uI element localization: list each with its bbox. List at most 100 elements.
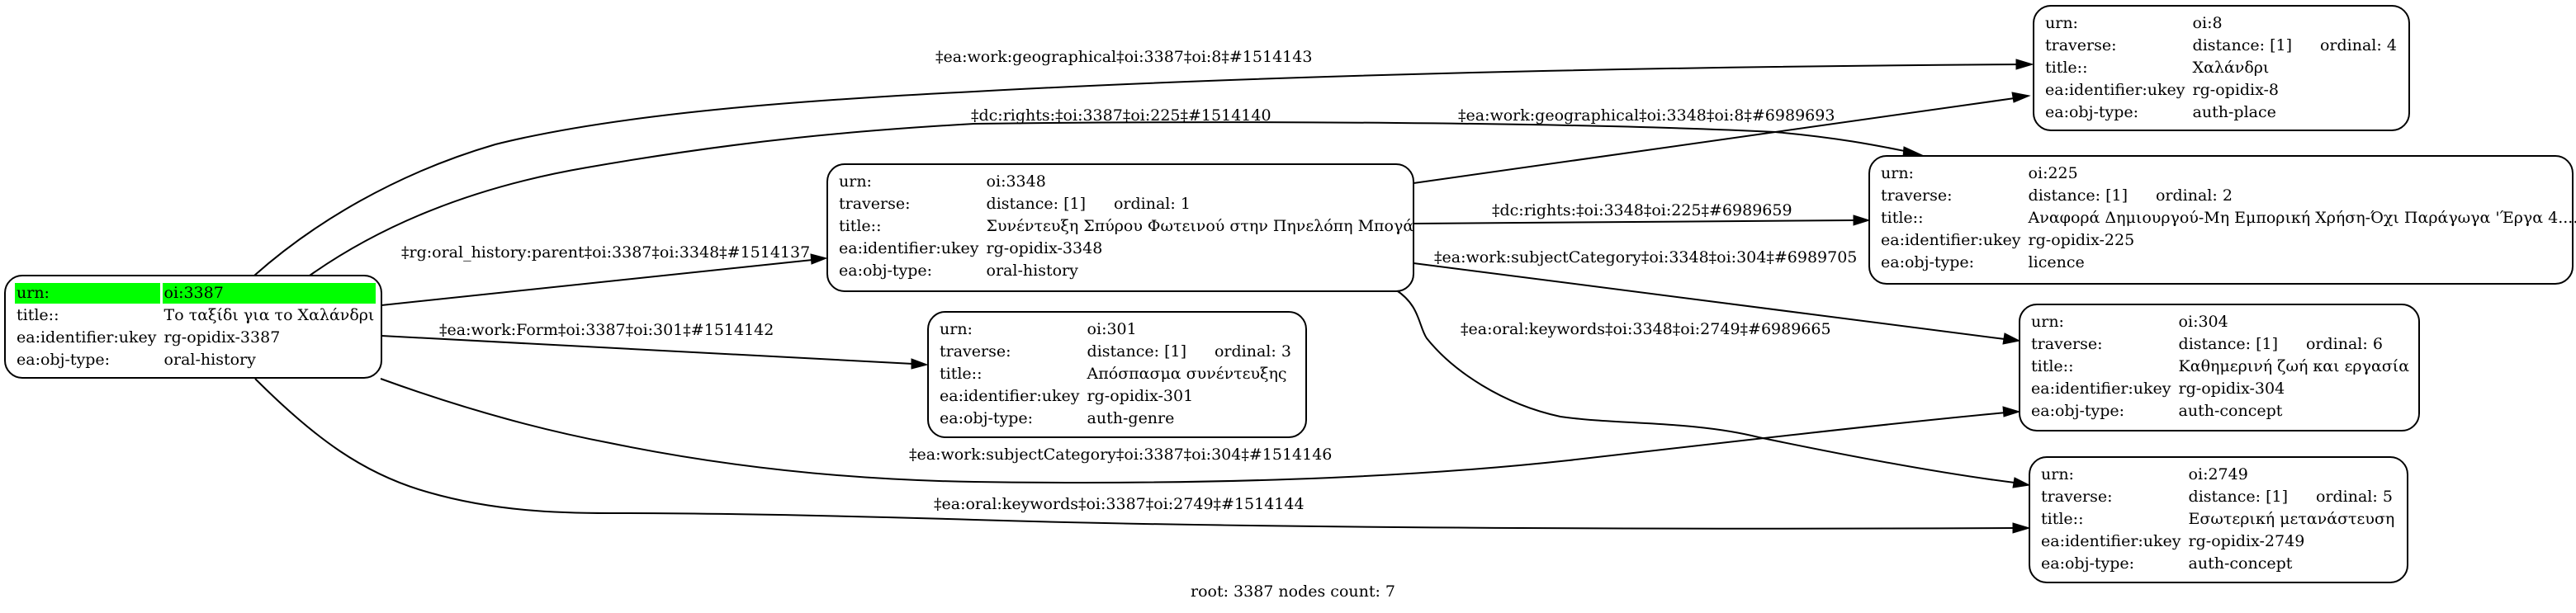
traverse-distance: distance: [1] [2192,36,2292,54]
field-label-ukey: ea:identifier:ukey [940,387,1080,405]
node-304[interactable]: urn:oi:304 traverse:distance: [1]ordinal… [2019,304,2420,431]
edge-3387-to-3348[interactable] [381,259,813,306]
field-title: title::Καθημερινή ζωή και εργασία [2029,356,2411,377]
field-value-objtype: auth-place [2192,103,2276,121]
arrowhead-3387-to-2749 [2012,522,2031,534]
field-traverse: traverse: distance: [1] ordinal: 1 [837,194,1415,215]
field-label-title: title:: [17,306,59,324]
traverse-ordinal: ordinal: 5 [2315,488,2393,506]
field-objtype: ea:obj-type:auth-concept [2029,401,2411,422]
field-label-urn: urn: [940,320,973,338]
edge-label-3348-to-225: ‡dc:rights:‡oi:3348‡oi:225‡#6989659 [1492,201,1792,219]
edge-label-3387-to-301: ‡ea:work:Form‡oi:3387‡oi:301‡#1514142 [439,321,774,339]
node-fields: urn:oi:3348 traverse:distance: [1]ordina… [835,170,1418,283]
field-traverse: traverse:distance: [1]ordinal: 5 [2039,487,2396,507]
edge-3348-to-225[interactable] [1413,219,1855,224]
edge-3348-to-2749[interactable] [1395,289,2015,483]
field-label-ukey: ea:identifier:ukey [839,239,979,257]
field-label-objtype: ea:obj-type: [17,351,111,369]
field-label-urn: urn: [1881,164,1914,182]
edge-3348-to-304[interactable] [1413,262,2005,340]
arrowhead-3387-to-304 [2002,406,2021,417]
arrowhead-3387-to-8 [2015,59,2034,70]
traverse-ordinal: ordinal: 6 [2305,335,2383,353]
field-label-title: title:: [839,217,882,235]
field-value-title: Καθημερινή ζωή και εργασία [2178,357,2410,375]
node-root-3387[interactable]: urn: oi:3387 title:: Το ταξίδι για το Χα… [4,275,382,379]
field-value-title: Χαλάνδρι [2192,59,2270,77]
node-301[interactable]: urn:oi:301 traverse:distance: [1]ordinal… [927,311,1307,438]
field-label-ukey: ea:identifier:ukey [2045,81,2185,99]
arrowhead-3348-to-8 [2011,92,2031,103]
field-label-title: title:: [2031,357,2074,375]
edge-label-3348-to-2749: ‡ea:oral:keywords‡oi:3348‡oi:2749‡#69896… [1461,320,1831,338]
node-fields: urn: oi:225 traverse:distance: [1]ordinal… [1877,162,2576,275]
field-label-traverse: traverse: [940,342,1011,361]
edge-label-3387-to-3348: ‡rg:oral_history:parent‡oi:3387‡oi:3348‡… [401,243,811,262]
field-label-title: title:: [2045,59,2088,77]
field-value-urn: oi:225 [2028,164,2078,182]
field-title: title::Εσωτερική μετανάστευση [2039,509,2396,530]
arrowhead-3348-to-225 [1853,215,1871,226]
field-urn: urn:oi:304 [2029,312,2411,332]
graph-footer: root: 3387 nodes count: 7 [1191,582,1396,601]
field-label-objtype: ea:obj-type: [2045,103,2139,121]
arrowhead-3348-to-2749 [2012,477,2031,488]
field-value-ukey: rg-opidix-225 [2028,231,2135,249]
field-label-urn: urn: [2041,465,2074,483]
traverse-ordinal: ordinal: 1 [1113,195,1191,213]
field-value-title: Απόσπασμα συνέντευξης [1087,365,1287,383]
field-value-urn: oi:301 [1087,320,1137,338]
traverse-distance: distance: [1] [986,195,1086,213]
field-title: title:: Το ταξίδι για το Χαλάνδρι [15,305,376,326]
field-objtype: ea:obj-type:oral-history [837,261,1415,281]
field-value-urn: oi:2749 [2188,465,2248,483]
field-objtype: ea:obj-type: auth-genre [938,408,1293,429]
field-label-ukey: ea:identifier:ukey [2031,380,2171,398]
node-fields: urn:oi:304 traverse:distance: [1]ordinal… [2027,310,2413,423]
field-title: title::Απόσπασμα συνέντευξης [938,364,1293,384]
field-title: title::Αναφορά Δημιουργού-Μη Εμπορική Χρ… [1879,208,2576,229]
field-label-objtype: ea:obj-type: [839,262,933,280]
field-label-objtype: ea:obj-type: [2031,402,2125,420]
field-value-title: Συνέντευξη Σπύρου Φωτεινού στην Πηνελόπη… [986,217,1414,235]
field-label-objtype: ea:obj-type: [940,409,1034,427]
arrowhead-3387-to-301 [911,358,929,370]
node-8[interactable]: urn:oi:8 traverse:distance: [1]ordinal: … [2033,5,2410,131]
edge-3387-to-301[interactable] [381,335,914,365]
field-value-objtype: auth-genre [1087,409,1175,427]
field-value-ukey: rg-opidix-304 [2178,380,2285,398]
field-label-title: title:: [2041,510,2084,528]
node-fields: urn: oi:3387 title:: Το ταξίδι για το Χα… [12,281,378,372]
edge-3387-to-8[interactable] [253,64,2032,276]
field-label-title: title:: [1881,209,1924,227]
node-3348[interactable]: urn:oi:3348 traverse:distance: [1]ordina… [826,163,1414,292]
field-objtype: ea:obj-type: oral-history [15,350,376,370]
field-value-title: Το ταξίδι για το Χαλάνδρι [163,306,375,324]
field-label-ukey: ea:identifier:ukey [17,328,157,347]
field-value-ukey: rg-opidix-8 [2192,81,2280,99]
node-225[interactable]: urn: oi:225 traverse:distance: [1]ordinal… [1868,155,2576,285]
edge-label-3348-to-304: ‡ea:work:subjectCategory‡oi:3348‡oi:304‡… [1434,248,1858,266]
field-traverse: traverse:distance: [1]ordinal: 3 [938,342,1293,362]
edge-3387-to-2749[interactable] [254,378,2015,530]
node-fields: urn:oi:301 traverse:distance: [1]ordinal… [935,318,1295,431]
node-2749[interactable]: urn: oi:2749 traverse:distance: [1]ordina… [2029,456,2408,583]
field-label-urn: urn: [2031,313,2064,331]
field-label-ukey: ea:identifier:ukey [2041,532,2181,550]
field-value-urn: oi:8 [2192,14,2223,32]
field-urn: urn: oi:301 [938,319,1293,340]
edge-3348-to-8[interactable] [1413,97,2015,184]
field-value-title: Εσωτερική μετανάστευση [2188,510,2395,528]
edge-3387-to-304[interactable] [380,378,2007,483]
edge-label-3387-to-2749: ‡ea:oral:keywords‡oi:3387‡oi:2749‡#15141… [934,495,1305,513]
field-traverse: traverse:distance: [1]ordinal: 2 [1879,186,2576,206]
traverse-distance: distance: [1] [1087,342,1186,361]
edge-label-3387-to-225: ‡dc:rights:‡oi:3387‡oi:225‡#1514140 [971,106,1271,125]
field-urn: urn: oi:225 [1879,163,2576,184]
field-label-traverse: traverse: [839,195,911,213]
